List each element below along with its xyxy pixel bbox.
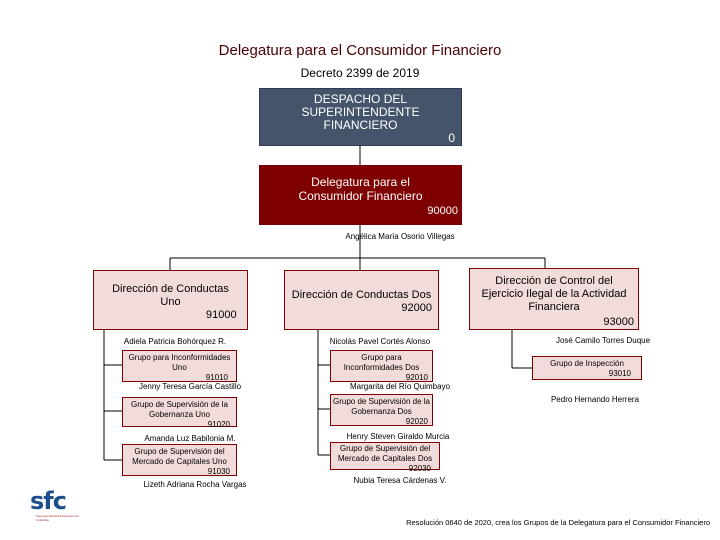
direccion-2-box: Dirección de Conductas Dos 92000 [284, 270, 439, 330]
direccion-2-label: Dirección de Conductas Dos [291, 289, 432, 301]
despacho-label: DESPACHO DEL SUPERINTENDENTE FINANCIERO [301, 92, 420, 132]
sfc-logo: sfc Superintendencia Financiera de Colom… [30, 488, 90, 528]
page-title: Delegatura para el Consumidor Financiero [218, 42, 502, 59]
direccion-1-code: 91000 [206, 309, 237, 321]
grupo-91020-box: Grupo de Supervisión de la Gobernanza Un… [122, 397, 237, 429]
grupo-92020-head: Henry Steven Giraldo Murcia [346, 432, 450, 441]
sfc-logo-text: sfc [30, 487, 67, 515]
grupo-91010-code: 91010 [205, 373, 228, 382]
grupo-91020-code: 91020 [207, 420, 230, 429]
delegatura-code: 90000 [427, 205, 458, 217]
grupo-91030-code: 91030 [207, 467, 230, 476]
despacho-box: DESPACHO DEL SUPERINTENDENTE FINANCIERO … [259, 88, 462, 146]
grupo-92020-label: Grupo de Supervisión de la Gobernanza Do… [333, 397, 430, 416]
direccion-1-head: Adiela Patricia Bohórquez R. [123, 337, 227, 346]
grupo-91030-label: Grupo de Supervisión del Mercado de Capi… [132, 447, 227, 466]
grupo-93010-head: Pedro Hernando Herrera [550, 395, 640, 404]
grupo-92010-head: Margarita del Río Quimbayo [349, 382, 451, 391]
grupo-91010-box: Grupo para Inconformidades Uno 91010 [122, 350, 237, 382]
direccion-3-label: Dirección de Control del Ejercicio Ilega… [481, 275, 627, 313]
grupo-92030-head: Nubia Teresa Cárdenas V. [353, 476, 447, 485]
grupo-93010-box: Grupo de Inspección 93010 [532, 356, 642, 380]
grupo-92030-box: Grupo de Supervisión del Mercado de Capi… [330, 442, 440, 473]
direccion-3-box: Dirección de Control del Ejercicio Ilega… [469, 268, 639, 330]
grupo-92010-box: Grupo para Inconformidades Dos 92010 [330, 350, 433, 382]
grupo-92020-code: 92020 [405, 417, 428, 426]
grupo-92010-code: 92010 [405, 373, 428, 382]
grupo-91020-head: Amanda Luz Babilonia M. [144, 434, 236, 443]
grupo-92020-box: Grupo de Supervisión de la Gobernanza Do… [330, 394, 433, 426]
direccion-2-code: 92000 [401, 302, 432, 314]
page-subtitle: Decreto 2399 de 2019 [300, 66, 420, 80]
grupo-92030-code: 92030 [408, 464, 431, 473]
delegatura-head: Angélica María Osorio Villegas [345, 232, 455, 241]
grupo-91030-box: Grupo de Supervisión del Mercado de Capi… [122, 444, 237, 476]
grupo-91010-label: Grupo para Inconformidades Uno [128, 353, 231, 372]
direccion-3-code: 93000 [603, 316, 634, 328]
footer-note: Resolución 0640 de 2020, crea los Grupos… [406, 518, 710, 527]
grupo-93010-label: Grupo de Inspección [550, 359, 624, 368]
despacho-code: 0 [448, 131, 455, 145]
grupo-91020-label: Grupo de Supervisión de la Gobernanza Un… [131, 400, 228, 419]
direccion-1-label: Dirección de Conductas Uno [112, 283, 229, 308]
direccion-1-box: Dirección de Conductas Uno 91000 [93, 270, 248, 330]
sfc-logo-small: Superintendencia Financiera de Colombia [36, 514, 79, 522]
direccion-3-head: José Camilo Torres Duque [555, 336, 651, 345]
grupo-92030-label: Grupo de Supervisión del Mercado de Capi… [337, 444, 433, 463]
delegatura-label: Delegatura para el Consumidor Financiero [298, 175, 423, 203]
delegatura-box: Delegatura para el Consumidor Financiero… [259, 165, 462, 225]
direccion-2-head: Nicolás Pavel Cortés Alonso [329, 337, 431, 346]
grupo-91010-head: Jenny Teresa García Castillo [138, 382, 242, 391]
grupo-91030-head: Lizeth Adriana Rocha Vargas [143, 480, 247, 489]
grupo-92010-label: Grupo para Inconformidades Dos [343, 353, 420, 372]
grupo-93010-code: 93010 [608, 369, 631, 378]
